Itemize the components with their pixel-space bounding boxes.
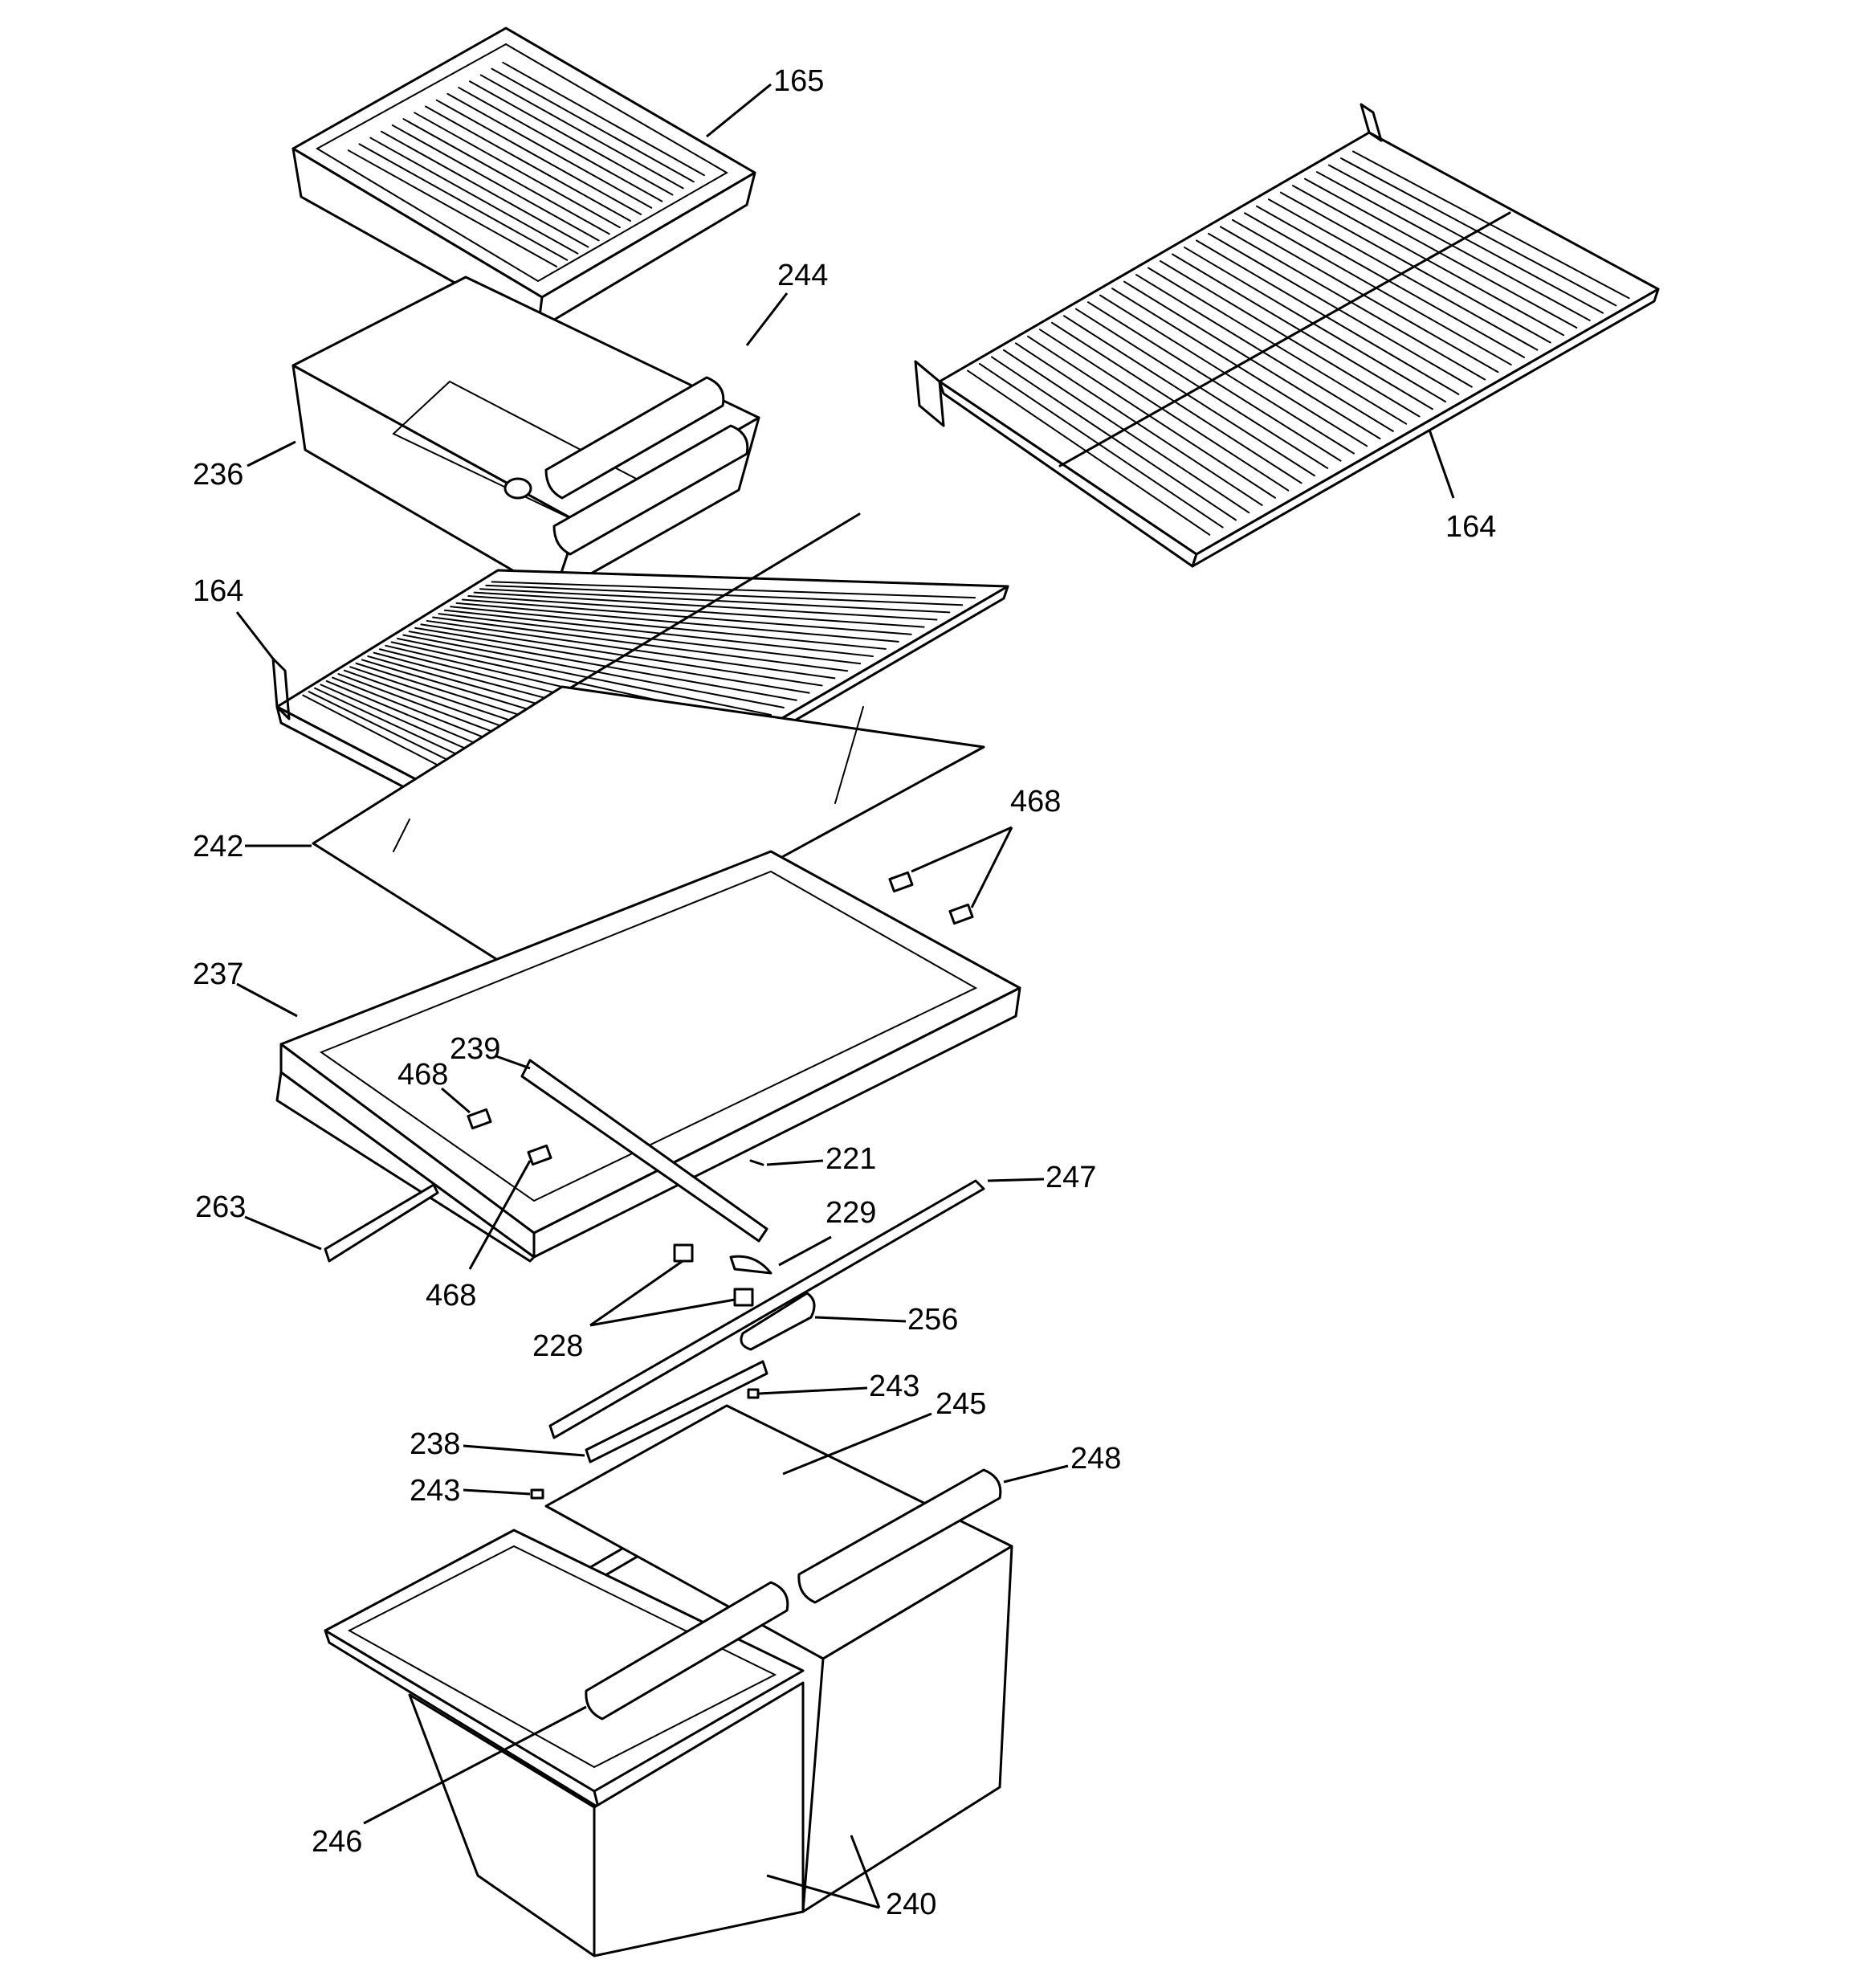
callout-256: 256	[907, 1303, 958, 1337]
callout-468-top: 468	[1010, 785, 1061, 818]
callout-labels: 165 244 236 164 164 242 468 237 239 468 …	[193, 64, 1496, 1921]
callout-468-mid: 468	[397, 1058, 448, 1092]
part-242-glass	[312, 685, 985, 990]
part-239-rail	[520, 1059, 768, 1243]
leader-lines	[235, 83, 1455, 1909]
callout-245: 245	[936, 1387, 986, 1421]
callout-228: 228	[532, 1329, 583, 1363]
part-238-slide	[585, 1360, 768, 1463]
callout-165: 165	[773, 64, 824, 98]
part-468-clips	[467, 871, 974, 1166]
callout-221: 221	[826, 1142, 876, 1176]
part-228-clips	[673, 1243, 754, 1307]
callout-237: 237	[193, 957, 243, 991]
part-243-tabs	[530, 1388, 760, 1500]
part-263-rail	[324, 1183, 439, 1263]
callout-164-right: 164	[1445, 510, 1496, 544]
callout-243-top: 243	[869, 1370, 919, 1403]
part-221-bar	[749, 1159, 764, 1166]
callout-243-left: 243	[410, 1474, 460, 1508]
callout-239: 239	[450, 1032, 500, 1066]
callout-240: 240	[886, 1888, 936, 1921]
callout-247: 247	[1046, 1161, 1096, 1194]
part-248-handle	[797, 1468, 1002, 1604]
part-256-knob	[740, 1292, 816, 1351]
callout-229: 229	[826, 1196, 876, 1230]
part-236-pan	[291, 276, 760, 596]
part-229-latch	[729, 1255, 773, 1275]
part-237-frame	[275, 850, 1021, 1263]
part-247-bar	[548, 1179, 985, 1439]
callout-164-left: 164	[193, 574, 243, 608]
callout-238: 238	[410, 1427, 460, 1461]
part-244-handle	[544, 376, 749, 556]
part-246-handle	[585, 1581, 789, 1721]
callout-263: 263	[195, 1190, 246, 1224]
part-164-right-shelf	[914, 103, 1660, 568]
callout-246: 246	[312, 1825, 362, 1859]
part-165-cover	[291, 27, 756, 331]
callout-242: 242	[193, 830, 243, 863]
callout-468-bottom: 468	[426, 1279, 476, 1312]
callout-236: 236	[193, 458, 243, 492]
callout-244: 244	[777, 259, 828, 292]
callout-248: 248	[1070, 1442, 1121, 1476]
part-240-drawers	[324, 1404, 1013, 1957]
